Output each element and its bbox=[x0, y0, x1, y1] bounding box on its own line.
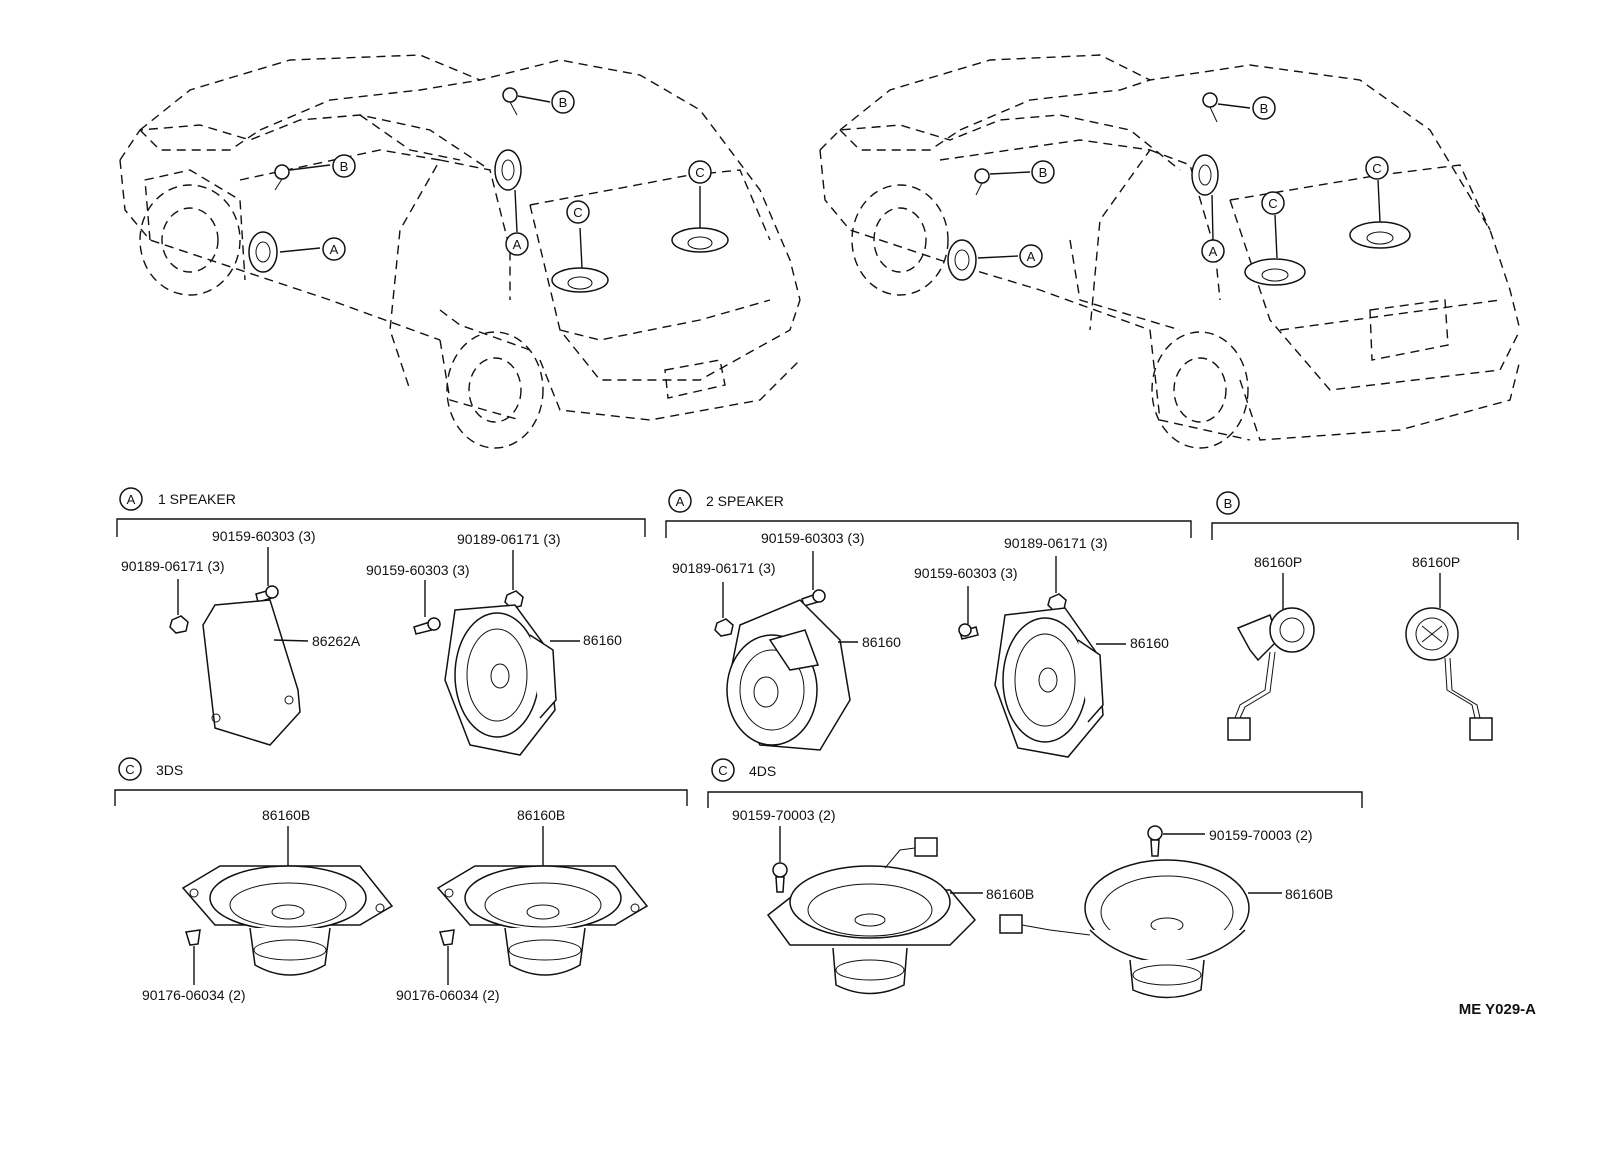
part-label: 90189-06171 (3) bbox=[121, 558, 225, 574]
svg-text:A: A bbox=[330, 242, 339, 257]
speaker-86160 bbox=[444, 604, 580, 756]
tweeter-icon bbox=[274, 164, 290, 191]
callout-b: B bbox=[551, 90, 575, 114]
tweeter-86160p bbox=[1405, 573, 1493, 741]
svg-text:B: B bbox=[1260, 101, 1269, 116]
svg-text:B: B bbox=[340, 159, 349, 174]
speaker-icon bbox=[1349, 221, 1411, 249]
hatchback-car-illustration bbox=[119, 54, 801, 449]
speaker-icon bbox=[1244, 258, 1306, 286]
section-callout: A bbox=[676, 494, 685, 509]
part-label: 90189-06171 (3) bbox=[457, 531, 561, 547]
part-label: 90176-06034 (2) bbox=[396, 987, 500, 1003]
speaker-icon bbox=[551, 267, 609, 293]
svg-text:C: C bbox=[573, 205, 582, 220]
callout-c: C bbox=[1365, 156, 1389, 180]
section-title: 1 SPEAKER bbox=[158, 491, 236, 507]
section-callout: C bbox=[718, 763, 727, 778]
part-label: 86262A bbox=[312, 633, 361, 649]
section-callout: B bbox=[1224, 496, 1233, 511]
speaker-86160 bbox=[726, 599, 858, 751]
part-label: 90159-60303 (3) bbox=[212, 528, 316, 544]
speaker-86160b bbox=[999, 859, 1282, 999]
speaker-86160b bbox=[436, 826, 649, 976]
section-a-1-speaker: A 1 SPEAKER 90189-06171 (3) 90159-60303 … bbox=[116, 487, 646, 756]
diagram-reference-code: ME Y029-A bbox=[1459, 1001, 1536, 1018]
svg-text:A: A bbox=[1027, 249, 1036, 264]
part-label: 86160 bbox=[1130, 635, 1169, 651]
section-title: 3DS bbox=[156, 762, 183, 778]
part-label: 90159-60303 (3) bbox=[761, 530, 865, 546]
part-label: 90159-60303 (3) bbox=[366, 562, 470, 578]
callout-a: A bbox=[322, 237, 346, 261]
part-label: 86160P bbox=[1412, 554, 1460, 570]
speaker-86160b bbox=[766, 837, 983, 995]
svg-text:C: C bbox=[1268, 196, 1277, 211]
callout-b: B bbox=[332, 154, 356, 178]
speaker-icon bbox=[1191, 154, 1219, 196]
svg-text:A: A bbox=[513, 237, 522, 252]
part-label: 86160 bbox=[583, 632, 622, 648]
speaker-86160 bbox=[994, 607, 1126, 758]
section-c-4ds: C 4DS 90159-70003 (2) 90159-70003 (2) 86… bbox=[707, 758, 1363, 999]
part-label: 90159-70003 (2) bbox=[1209, 827, 1313, 843]
tweeter-86160p bbox=[1227, 573, 1315, 741]
svg-text:B: B bbox=[559, 95, 568, 110]
speaker-icon bbox=[671, 227, 729, 253]
part-label: 86160B bbox=[1285, 886, 1333, 902]
callout-a: A bbox=[1019, 244, 1043, 268]
section-title: 2 SPEAKER bbox=[706, 493, 784, 509]
section-c-3ds: C 3DS 86160B 86160B 90176-06034 (2) 9017… bbox=[114, 757, 688, 1003]
tweeter-icon bbox=[1202, 92, 1218, 123]
callout-c: C bbox=[566, 200, 590, 224]
tweeter-icon bbox=[502, 87, 518, 116]
speaker-icon bbox=[494, 149, 522, 191]
section-title: 4DS bbox=[749, 763, 776, 779]
callout-a: A bbox=[1201, 239, 1225, 263]
callout-c: C bbox=[688, 160, 712, 184]
section-a-2-speaker: A 2 SPEAKER 90189-06171 (3) 90159-60303 … bbox=[665, 489, 1192, 758]
callout-a: A bbox=[505, 232, 529, 256]
section-callout: C bbox=[125, 762, 134, 777]
part-label: 90189-06171 (3) bbox=[1004, 535, 1108, 551]
part-label: 86160P bbox=[1254, 554, 1302, 570]
speaker-icon bbox=[248, 231, 278, 273]
callout-c: C bbox=[1261, 191, 1285, 215]
part-label: 90176-06034 (2) bbox=[142, 987, 246, 1003]
part-label: 86160B bbox=[262, 807, 310, 823]
part-label: 90159-60303 (3) bbox=[914, 565, 1018, 581]
section-callout: A bbox=[127, 492, 136, 507]
section-b-tweeters: B 86160P 86160P bbox=[1211, 491, 1519, 741]
speaker-icon bbox=[947, 239, 977, 281]
part-label: 86160 bbox=[862, 634, 901, 650]
tweeter-icon bbox=[974, 168, 990, 196]
speaker-86160b bbox=[181, 826, 394, 976]
part-label: 86160B bbox=[517, 807, 565, 823]
part-label: 90189-06171 (3) bbox=[672, 560, 776, 576]
sedan-car-illustration bbox=[819, 54, 1521, 449]
part-label: 90159-70003 (2) bbox=[732, 807, 836, 823]
svg-text:C: C bbox=[695, 165, 704, 180]
svg-text:B: B bbox=[1039, 165, 1048, 180]
svg-text:C: C bbox=[1372, 161, 1381, 176]
callout-b: B bbox=[1031, 160, 1055, 184]
part-label: 86160B bbox=[986, 886, 1034, 902]
svg-text:A: A bbox=[1209, 244, 1218, 259]
callout-b: B bbox=[1252, 96, 1276, 120]
